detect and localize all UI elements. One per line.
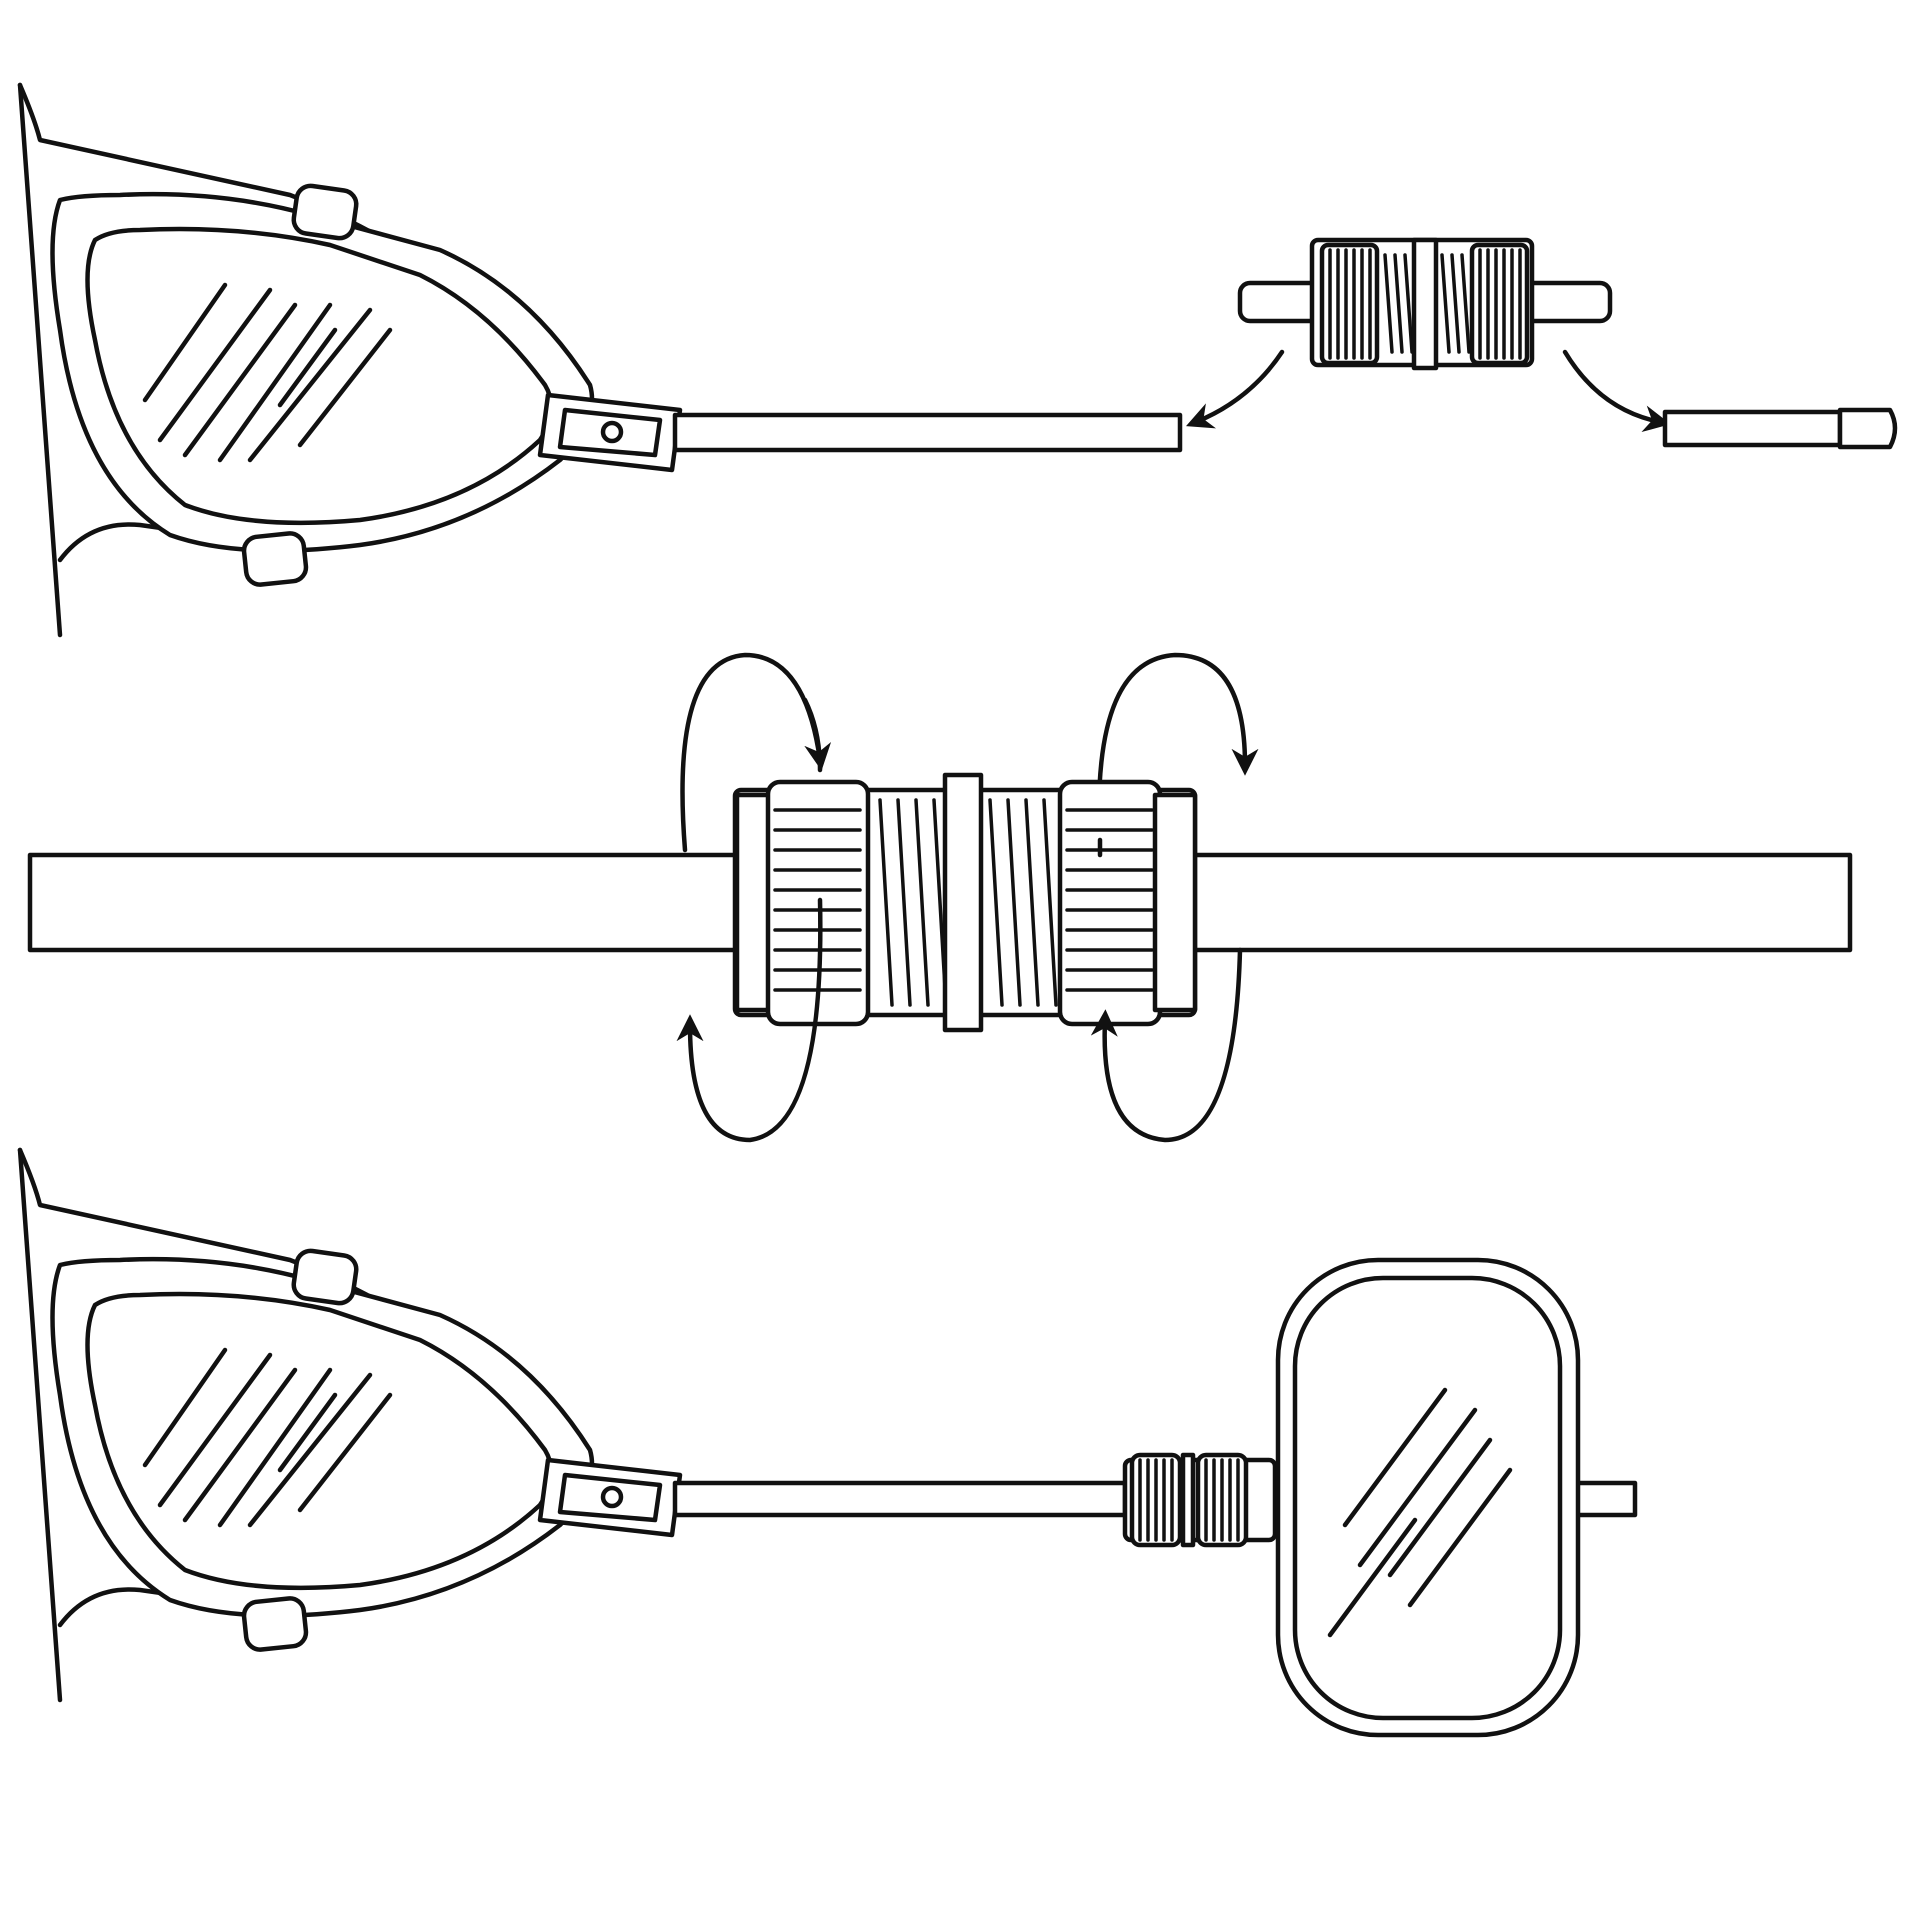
attach-arrow-left-icon: [1185, 349, 1285, 429]
attach-arrow-right-icon: [1562, 349, 1671, 433]
mirror-clip-bottom: [241, 1596, 309, 1652]
coupler-end-ring-right: [1152, 792, 1198, 1013]
mirror-clip-top: [291, 183, 359, 241]
coupler: [1122, 1452, 1278, 1548]
step-1-panel: [17, 82, 1898, 638]
mirror-arm: [672, 412, 1183, 453]
coupler: [1237, 237, 1613, 371]
rotation-arrow-bottom-right-icon: [1090, 947, 1243, 1143]
coupler-large: [732, 772, 1198, 1033]
glass-reflection-icon: [142, 1347, 393, 1528]
rotation-arrow-top-right-icon: [1096, 652, 1259, 853]
side-mirror: [17, 1147, 683, 1703]
extension-mirror: [1275, 1257, 1581, 1738]
coupler-nut-right: [1057, 779, 1163, 1027]
extension-rod: [1662, 407, 1898, 450]
side-mirror: [17, 82, 683, 638]
glass-reflection-icon: [142, 282, 393, 463]
mirror-clip-top: [291, 1248, 359, 1306]
mirror-arm: [672, 1480, 1128, 1518]
coupler-center-flange: [1411, 237, 1439, 371]
mirror-clip-bottom: [241, 531, 309, 587]
step-3-panel: [17, 1147, 1638, 1738]
coupler-center-flange: [942, 772, 984, 1033]
rotation-arrow-bottom-left-icon: [676, 897, 823, 1143]
glass-reflection-icon: [1327, 1387, 1513, 1638]
step-2-panel: [27, 652, 1853, 1143]
